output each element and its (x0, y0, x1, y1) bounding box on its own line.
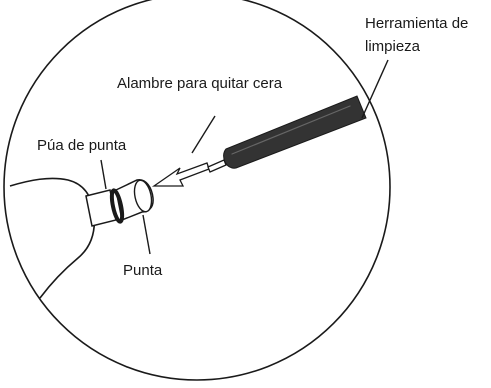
tip-pin-ring (109, 188, 125, 224)
cleaning-tool-handle (223, 95, 367, 169)
cleaning-tool-label-line1: Herramienta de (365, 15, 469, 32)
tip-label: Punta (123, 262, 163, 279)
tip-pin-label: Púa de punta (37, 137, 127, 154)
hearing-aid-body (9, 177, 96, 299)
cleaning-tool-label-line2: limpieza (365, 38, 421, 55)
leader-wire (191, 115, 216, 154)
wax-removal-wire-label: Alambre para quitar cera (117, 75, 283, 92)
magnified-view-circle (3, 0, 391, 381)
leader-cleaning-tool (361, 59, 389, 119)
tip-opening (133, 179, 153, 213)
cleaning-tool-highlight (231, 105, 351, 155)
wax-removal-wire (207, 159, 227, 173)
direction-arrow (151, 162, 210, 187)
leader-tip (142, 214, 151, 255)
leader-tip-pin (100, 159, 107, 190)
